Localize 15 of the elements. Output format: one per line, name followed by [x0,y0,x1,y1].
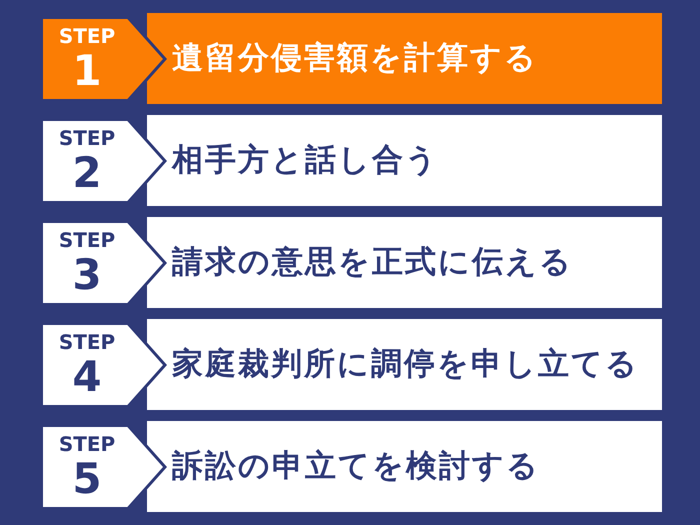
step-number: 5 [72,458,102,500]
step-label: STEP [58,434,116,454]
step-title: 家庭裁判所に調停を申し立てる [172,346,639,384]
step-title: 遺留分侵害額を計算する [172,40,538,78]
step-label: STEP [58,26,116,46]
step-label: STEP [58,128,116,148]
step-number: 2 [72,152,102,194]
step-number: 1 [72,50,102,92]
step-title: 相手方と話し合う [172,142,439,180]
step-title: 請求の意思を正式に伝える [172,244,573,282]
step-number: 4 [72,356,102,398]
step-title: 訴訟の申立てを検討する [172,448,540,486]
step-label: STEP [58,230,116,250]
step-label: STEP [58,332,116,352]
step-number: 3 [72,254,102,296]
